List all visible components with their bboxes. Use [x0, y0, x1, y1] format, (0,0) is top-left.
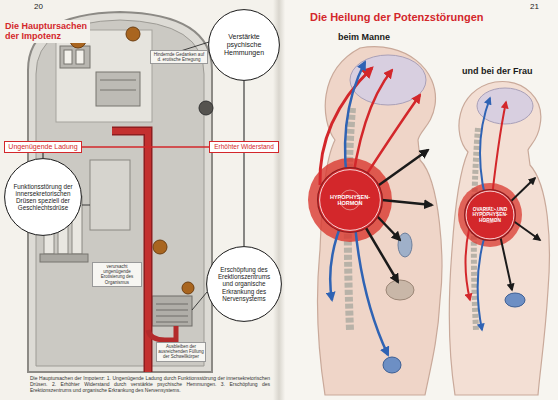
female-figure	[449, 82, 549, 395]
leader-line	[192, 292, 207, 310]
machine-label: verursacht ungenügende Erotisierung des …	[92, 262, 142, 287]
circle-outline	[207, 247, 282, 322]
machine-eye	[199, 101, 213, 115]
blue-arrow	[355, 225, 388, 355]
brown-ball	[153, 240, 167, 254]
hormone-wheel: OVARIAL- UND HYPOPHYSEN-HORMON	[464, 189, 516, 241]
wheel-ring	[320, 170, 381, 231]
right-page	[279, 0, 558, 400]
machine-label: Hindernde Gedanken auf d. erotische Erre…	[150, 50, 208, 64]
circle-outline	[5, 159, 82, 236]
apparatus-line	[100, 80, 136, 81]
figure-caption: Die Hauptursachen der Impotenz: 1. Ungen…	[30, 376, 270, 393]
gonad	[383, 357, 401, 373]
brown-ball	[126, 27, 140, 41]
black-arrow	[512, 220, 540, 240]
apparatus	[90, 160, 130, 230]
hormone-wheel: HYPOPHYSEN-HORMON	[317, 167, 383, 233]
node-text: Ungenügende Ladung	[8, 143, 77, 151]
subheading: und bei der Frau	[462, 66, 558, 76]
male-figure	[308, 47, 442, 395]
red-pipe	[112, 131, 148, 372]
black-arrow	[366, 228, 398, 282]
hormone-label: OVARIAL- UND HYPOPHYSEN-HORMON	[467, 207, 513, 224]
node-text-area: OVARIAL- UND HYPOPHYSEN-HORMON	[464, 189, 516, 241]
apparatus	[96, 72, 140, 106]
connector-line	[244, 81, 245, 141]
apparatus	[76, 50, 84, 64]
diagram-title: Die Hauptursachen der Impotenz	[4, 20, 90, 43]
cause-circle: Verstärkte psychische Hemmungen	[208, 9, 280, 81]
circle-outline	[209, 10, 280, 81]
apparatus	[60, 46, 90, 68]
cause-label-box: Erhöhter Widerstand	[209, 141, 279, 153]
page-heading: Die Heilung der Potenzstörungen	[310, 11, 555, 24]
red-pipe-branch	[148, 326, 176, 340]
machine-label: Ausbleiben der ausreichenden Füllung der…	[156, 342, 206, 362]
upper-chamber	[56, 30, 152, 122]
cause-circle: Funktionsstörung der innersekretorischen…	[4, 158, 82, 236]
black-arrow	[376, 215, 400, 240]
node-text-area: HYPOPHYSEN-HORMON	[317, 167, 383, 233]
black-arrow	[372, 150, 428, 190]
blue-arrow	[478, 235, 485, 330]
apparatus	[64, 50, 72, 64]
black-arrow	[500, 235, 512, 290]
body-silhouette	[449, 82, 549, 395]
node-text: Erhöhter Widerstand	[214, 143, 274, 150]
erection-mechanism	[152, 296, 192, 326]
brown-ball	[182, 282, 194, 294]
red-pipe	[112, 131, 148, 372]
node-text: Verstärkte psychische Hemmungen	[216, 33, 272, 57]
wheel-disc	[318, 168, 383, 233]
node-text-area: Erhöhter Widerstand	[210, 142, 278, 152]
wheel-ring	[466, 191, 514, 239]
organ	[398, 233, 412, 257]
apparatus-line	[100, 90, 136, 91]
flask-base	[40, 254, 88, 262]
cause-circle: Erschöpfung des Erektionszentrums und or…	[206, 246, 282, 322]
leader-line	[82, 205, 90, 206]
page-number: 21	[530, 2, 554, 11]
organ	[386, 280, 414, 300]
wheel-disc	[465, 190, 516, 241]
connector-line	[43, 153, 44, 158]
node-text-area: Ungenügende Ladung	[5, 142, 81, 152]
coil	[156, 304, 188, 322]
red-leader-line	[82, 146, 209, 147]
node-text-area: Funktionsstörung der innersekretorischen…	[4, 158, 82, 236]
node-text: Erschöpfung des Erektionszentrums und or…	[212, 266, 276, 302]
ovary	[505, 293, 525, 307]
node-text: Funktionsstörung der innersekretorischen…	[10, 183, 76, 212]
black-arrow	[382, 200, 432, 205]
node-text-area: Verstärkte psychische Hemmungen	[208, 9, 280, 81]
hormone-label: HYPOPHYSEN-HORMON	[322, 194, 378, 207]
left-page	[0, 0, 279, 400]
connector-line	[244, 153, 245, 246]
subheading: beim Manne	[338, 32, 428, 42]
node-text-area: Erschöpfung des Erektionszentrums und or…	[206, 246, 282, 322]
cause-label-box: Ungenügende Ladung	[4, 141, 82, 153]
page-number: 20	[34, 2, 64, 11]
